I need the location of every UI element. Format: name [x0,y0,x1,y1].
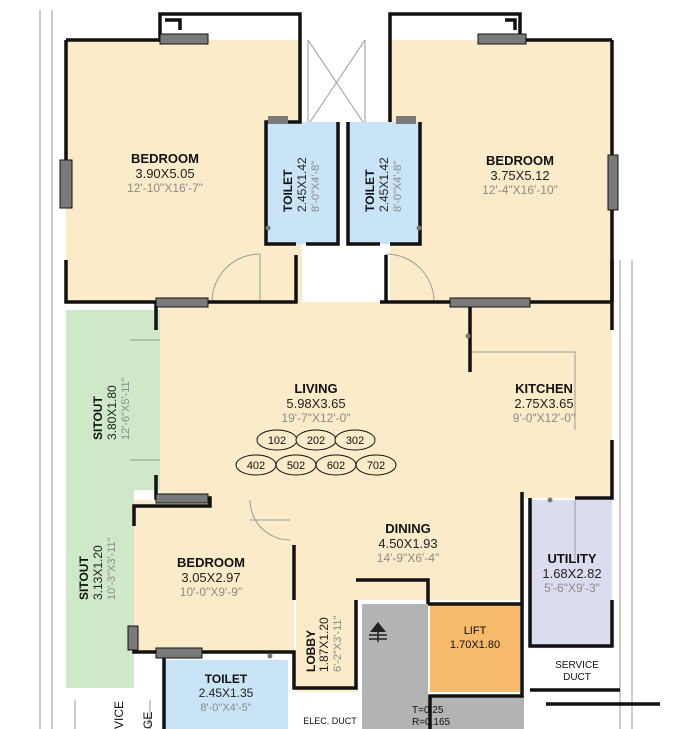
bedroom1-metric: 3.90X5.05 [135,166,194,181]
sitout2-metric: 3.13X1.20 [91,545,105,600]
unit-number: 302 [346,435,364,447]
kitchen-name: KITCHEN [515,381,573,396]
unit-number: 702 [367,460,385,472]
cut-label: GE [141,712,155,729]
toilet2-fill [348,122,420,244]
bedroom1-fill [66,40,302,302]
unit-numbers: 102 202 302 402 502 602 702 [235,429,397,476]
room-labels: BEDROOM 3.90X5.05 12'-10"X16'-7" TOILET … [77,151,602,729]
lobby-imperial: 6'-2"X3'-11" [332,615,344,672]
stair-riser-label: R=0.165 [412,717,451,728]
sitout1-name: SITOUT [91,396,105,440]
service-duct-label: DUCT [563,672,591,683]
bedroom3-imperial: 10'-0"X9'-9" [180,585,242,599]
bedroom1-name: BEDROOM [131,151,199,166]
toilet1-metric: 2.45X1.42 [295,157,309,212]
toilet3-fill [164,660,288,729]
door-hinges [265,225,553,659]
windows [59,33,619,659]
sitout1-metric: 3.80X1.80 [105,385,119,440]
living-imperial: 19'-7"X12'-0" [281,411,350,425]
toilet3-name: TOILET [205,672,248,686]
utility-name: UTILITY [547,551,596,566]
toilet2-name: TOILET [363,169,377,212]
toilet2-imperial: 8'-0"X4'-8" [392,161,404,212]
window [396,116,416,124]
kitchen-imperial: 9'-0"X12'-0" [513,411,575,425]
window [155,297,209,308]
toilet2-metric: 2.45X1.42 [377,157,391,212]
bedroom3-metric: 3.05X2.97 [181,570,240,585]
lobby-name: LOBBY [304,630,318,672]
toilet1-fill [266,122,338,244]
construction-lines [39,10,633,729]
window [268,116,288,124]
lobby-metric: 1.87X1.20 [317,617,331,672]
window [127,625,139,651]
bedroom1-imperial: 12'-10"X16'-7" [127,181,203,195]
sitout2-name: SITOUT [77,556,91,600]
shaft-bottom-fill [428,696,524,729]
dining-name: DINING [385,521,431,536]
elec-duct-label: ELEC. DUCT [303,716,357,726]
toilet3-metric: 2.45X1.35 [199,686,254,700]
utility-metric: 1.68X2.82 [542,566,601,581]
bedroom3-fill [134,500,294,652]
utility-fill [530,500,612,648]
stair-tread-label: T=0.25 [412,705,444,716]
sitout1-imperial: 12'-6"X5'-11" [120,377,132,440]
dining-imperial: 14'-9"X6'-4" [377,551,439,565]
kitchen-metric: 2.75X3.65 [514,396,573,411]
toilet1-name: TOILET [281,169,295,212]
lift-fill [430,604,520,692]
cut-label: VICE [112,701,126,729]
bedroom2-metric: 3.75X5.12 [490,168,549,183]
unit-number: 602 [327,460,345,472]
dining-metric: 4.50X1.93 [378,536,437,551]
unit-number: 402 [247,460,265,472]
stair-arrow-icon [369,622,387,642]
lift-metric: 1.70X1.80 [450,639,500,651]
window [477,33,527,45]
window [155,647,203,659]
window [155,493,209,504]
bedroom2-fill [390,40,612,302]
toilet1-imperial: 8'-0"X4'-8" [310,161,322,212]
window [607,154,619,211]
unit-number: 102 [268,435,286,447]
living-name: LIVING [294,381,337,396]
lobby-fill [296,600,358,692]
window [59,159,73,209]
living-metric: 5.98X3.65 [286,396,345,411]
service-duct-label: SERVICE [555,660,599,671]
sitout2-fill [66,490,134,688]
sitout2-imperial: 10'-3"X3'-11" [106,537,118,600]
door-swings [130,253,576,560]
bedroom3-name: BEDROOM [177,555,245,570]
shaft-fill [362,604,428,729]
toilet3-imperial: 8'-0"X4'-5" [200,702,251,714]
lift-name: LIFT [464,625,487,637]
window [449,297,531,308]
room-fills [66,40,612,729]
bedroom2-name: BEDROOM [486,153,554,168]
bedroom2-imperial: 12'-4"X16'-10" [482,183,558,197]
utility-imperial: 5'-6"X9'-3" [544,581,600,595]
window [159,33,209,45]
unit-number: 202 [307,435,325,447]
unit-number: 502 [287,460,305,472]
